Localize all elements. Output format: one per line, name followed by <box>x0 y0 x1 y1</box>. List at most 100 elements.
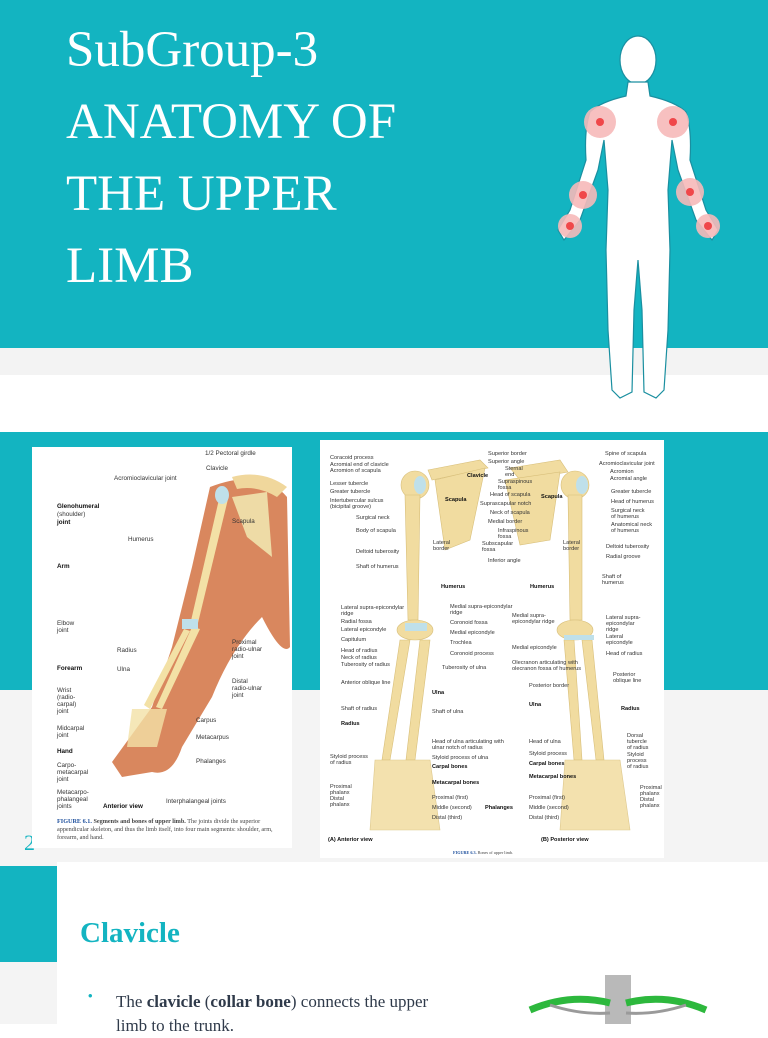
figure-label: phalanx <box>330 790 350 796</box>
figure-label: epicondylar <box>606 621 635 627</box>
figure-label: Carpus <box>196 717 217 724</box>
figure-label: Acromial angle <box>610 476 647 482</box>
title-line: THE UPPER <box>66 166 337 222</box>
figure-label: Shaft of radius <box>341 706 378 712</box>
figure-label: Tuberosity of ulna <box>442 665 487 671</box>
page-number: 2 <box>24 830 35 855</box>
figure-label: Head of scapula <box>490 492 531 498</box>
figure-label: Radius <box>621 706 640 712</box>
figure-label: of radius <box>330 760 352 766</box>
figure-label: (A) Anterior view <box>328 837 373 843</box>
figure-label: Head of humerus <box>611 499 654 505</box>
title-line: ANATOMY OF <box>66 94 397 150</box>
figure-label: phalanx <box>330 802 350 808</box>
figure-label: Carpal bones <box>432 764 468 770</box>
figure-label: Radial fossa <box>341 619 372 625</box>
slide-title: SubGroup-3 ANATOMY OF THE UPPER LIMB <box>66 14 506 302</box>
text: ( <box>200 992 211 1011</box>
figure-label: Superior border <box>488 451 527 457</box>
figure-label: oblique line <box>613 678 642 684</box>
figure-label: Carpo- <box>57 762 77 769</box>
figure-label: Lateral <box>563 540 581 546</box>
title-line: SubGroup-3 <box>66 22 319 78</box>
bullet-icon: • <box>88 988 93 1003</box>
figure-label: Humerus <box>128 536 154 543</box>
figure-label: Acromion of scapula <box>330 468 381 474</box>
figure-label: joint <box>57 776 69 783</box>
figure-label: Distal <box>232 678 248 685</box>
figure-label: Lateral <box>606 634 624 640</box>
figure-label: Ulna <box>117 666 130 673</box>
figure-label: Ulna <box>529 702 542 708</box>
figure-label: Dorsal <box>627 733 644 739</box>
figure-label: phalanx <box>640 791 660 797</box>
figure-label: carpal) <box>57 701 77 708</box>
figure-label: Suprascapular notch <box>480 501 532 507</box>
caption-text: The joints divide the superior appendicu… <box>57 818 273 841</box>
figure-label: Deltoid tuberosity <box>356 549 400 555</box>
figure-label: Medial supra-epicondylar <box>450 604 513 610</box>
figure-label: Ulna <box>432 690 445 696</box>
figure-label: Anterior view <box>103 803 143 810</box>
figure-label: Humerus <box>530 584 555 590</box>
figure-label: metacarpal <box>57 769 89 776</box>
figure-label: Acromion <box>610 469 634 475</box>
figure-label: phalanx <box>640 803 660 809</box>
figure-label: Greater tubercle <box>330 489 371 495</box>
figure-label: Lateral supra- <box>606 615 641 621</box>
figure-label: ulnar notch of radius <box>432 745 483 751</box>
figure-label: Shaft of <box>602 574 622 580</box>
figure-label: (bicipital groove) <box>330 504 372 510</box>
figure-label: Radius <box>117 647 137 654</box>
section-title: Clavicle <box>80 917 180 949</box>
figure-label: Medial epicondyle <box>512 645 557 651</box>
figure-label: Supraspinous <box>498 479 533 485</box>
figure-label: Deltoid tuberosity <box>606 544 650 550</box>
figure-label: joint <box>57 732 69 739</box>
figure-label: joint <box>232 653 244 660</box>
figure-label: phalangeal <box>57 796 88 803</box>
figure-label: Medial epicondyle <box>450 630 495 636</box>
figure-label: process <box>627 758 647 764</box>
figure-label: ridge <box>606 627 619 633</box>
caption-figure-number: FIGURE 6.3. <box>453 850 477 855</box>
figure-label: Scapula <box>541 494 563 500</box>
figure-label: Phalanges <box>196 758 226 765</box>
figure-label: Medial supra- <box>512 613 546 619</box>
figure-label: Head of radius <box>606 651 643 657</box>
figure-label: Distal <box>330 796 344 802</box>
figure-label: Proximal <box>330 784 352 790</box>
figure-label: of humerus <box>611 528 639 534</box>
figure-label: Distal (third) <box>432 815 463 821</box>
figure-label: Lesser tubercle <box>330 481 369 487</box>
figure-label: Radial groove <box>606 554 641 560</box>
figure-label: Shaft of humerus <box>356 564 399 570</box>
figure-label: joint <box>57 519 71 526</box>
figure-label: of humerus <box>611 514 639 520</box>
term: collar bone <box>210 992 291 1011</box>
figure-label: Metacarpal bones <box>432 780 480 786</box>
figure-label: Medial border <box>488 519 523 525</box>
figure-label: Lateral <box>433 540 451 546</box>
figure-label: Distal (third) <box>529 815 560 821</box>
figure-label: Superior angle <box>488 459 525 465</box>
figure-label: joint <box>57 627 69 634</box>
figure-label: Posterior <box>613 672 636 678</box>
figure-label: border <box>563 546 580 552</box>
figure-label: Scapula <box>232 518 255 525</box>
figure-label: Styloid process <box>330 754 368 760</box>
figure-label: Elbow <box>57 620 75 627</box>
figure-label: Clavicle <box>467 473 489 479</box>
figure-label: (B) Posterior view <box>541 837 589 843</box>
figure-label: Wrist <box>57 687 72 694</box>
text: The <box>116 992 147 1011</box>
figure-label: joint <box>57 708 69 715</box>
figure-label: Scapula <box>445 497 467 503</box>
figure-label: Arm <box>57 563 70 570</box>
figure-label: fossa <box>482 547 496 553</box>
caption-title: Segments and bones of upper limb. <box>93 818 186 825</box>
figure-label: Midcarpal <box>57 725 85 732</box>
figure-label: Humerus <box>441 584 466 590</box>
figure-label: radio-ulnar <box>232 646 263 653</box>
